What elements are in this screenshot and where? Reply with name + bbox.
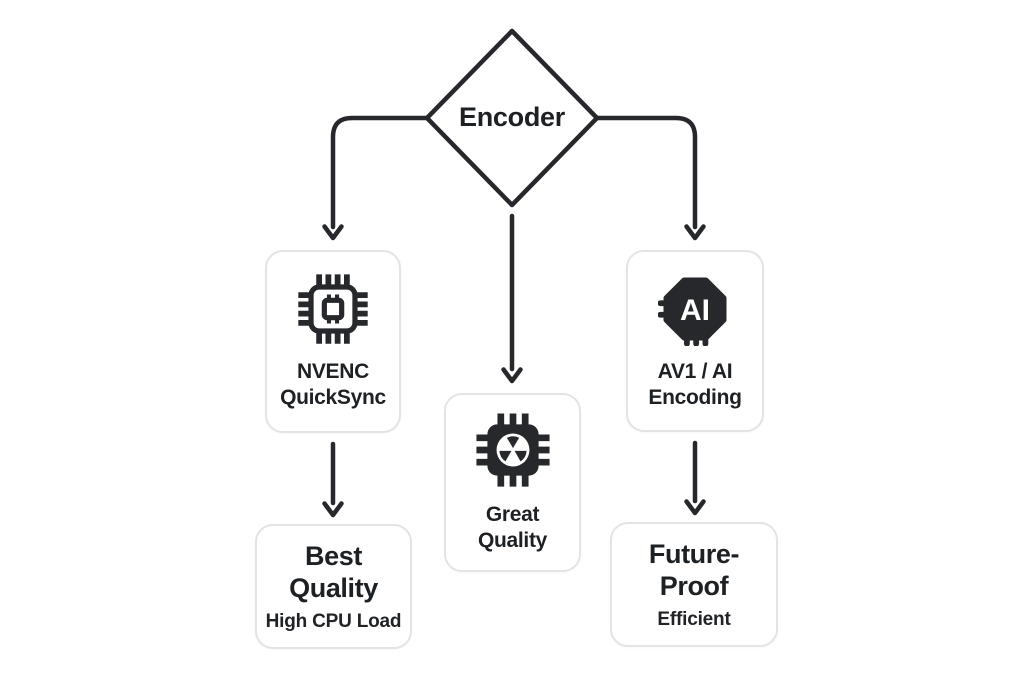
node-best-quality-subtitle: High CPU Load [265, 611, 402, 633]
edge-encoder-to-av1-arrowhead [684, 224, 706, 241]
node-nvenc-title: NVENC QuickSync [280, 360, 386, 409]
node-av1-ai-encoding: AI AV1 / AI Encoding [626, 250, 764, 432]
node-best-quality: Best Quality High CPU Load [255, 524, 412, 649]
decision-label: Encoder [459, 102, 565, 132]
edge-encoder-to-av1 [594, 115, 698, 230]
node-nvenc-quicksync: NVENC QuickSync [265, 250, 401, 433]
node-best-quality-title: Best Quality [289, 540, 378, 603]
node-av1-title: AV1 / AI Encoding [648, 359, 742, 409]
edge-encoder-to-great-quality-arrowhead [501, 367, 523, 384]
ai-chip-icon-text: AI [680, 294, 710, 327]
gpu-chip-filled-icon [475, 413, 550, 487]
decision-diamond [424, 28, 600, 208]
edge-encoder-to-nvenc-arrowhead [322, 224, 344, 241]
node-great-quality: Great Quality [444, 393, 581, 572]
node-great-quality-title: Great Quality [477, 503, 548, 552]
node-future-proof-title: Future- Proof [648, 538, 740, 601]
node-future-proof: Future- Proof Efficient [610, 522, 778, 647]
edge-av1-to-future-proof-arrowhead [684, 499, 706, 516]
edge-nvenc-to-best-quality-arrowhead [322, 501, 344, 518]
cpu-chip-outline-icon [298, 274, 368, 345]
node-future-proof-subtitle: Efficient [657, 609, 731, 631]
ai-chip-icon: AI [658, 277, 727, 346]
edge-encoder-to-nvenc [330, 115, 430, 230]
